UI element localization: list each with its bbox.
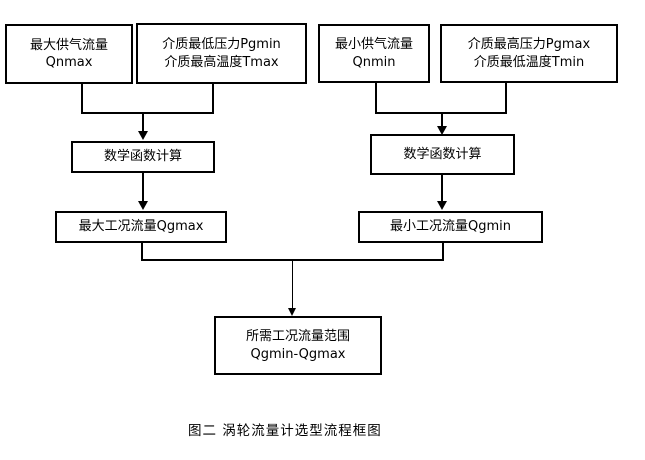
- connector-min-supply-flow-stem: [375, 83, 377, 114]
- node-math-calc-left-label: 数学函数计算: [103, 149, 182, 165]
- node-min-supply-flow: 最小供气流量 Qnmin: [318, 24, 430, 83]
- arrow-into-math-calc-left: [138, 131, 148, 140]
- arrow-into-qgmin: [437, 201, 447, 210]
- node-min-supply-flow-line1: 最小供气流量: [334, 37, 413, 53]
- connector-left-merge-down: [142, 112, 144, 133]
- connector-right-merge-down: [441, 112, 443, 128]
- node-required-range-line1: 所需工况流量范围: [245, 329, 350, 345]
- node-math-calc-left: 数学函数计算: [71, 141, 215, 173]
- node-math-calc-right: 数学函数计算: [370, 134, 515, 175]
- node-required-range: 所需工况流量范围 Qgmin-Qgmax: [214, 316, 382, 375]
- connector-left-merge-bar: [81, 112, 214, 114]
- connector-max-pressure-min-temp-stem: [505, 83, 507, 114]
- node-min-pressure-max-temp: 介质最低压力Pgmin 介质最高温度Tmax: [136, 23, 307, 84]
- node-min-supply-flow-line2: Qnmin: [352, 54, 396, 70]
- connector-min-pressure-max-temp-stem: [212, 84, 214, 114]
- node-max-pressure-min-temp-line1: 介质最高压力Pgmax: [467, 37, 591, 53]
- node-max-pressure-min-temp: 介质最高压力Pgmax 介质最低温度Tmin: [440, 24, 618, 83]
- connector-qgmax-stem: [141, 243, 143, 261]
- node-max-supply-flow-line1: 最大供气流量: [29, 37, 108, 53]
- connector-math-left-to-qgmax: [142, 173, 144, 203]
- connector-math-right-to-qgmin: [441, 175, 443, 203]
- node-required-range-line2: Qgmin-Qgmax: [250, 346, 346, 362]
- figure-caption: 图二 涡轮流量计选型流程框图: [188, 423, 382, 439]
- node-qgmin: 最小工况流量Qgmin: [358, 211, 543, 243]
- node-qgmin-label: 最小工况流量Qgmin: [390, 219, 511, 235]
- node-min-pressure-max-temp-line2: 介质最高温度Tmax: [164, 54, 279, 70]
- arrow-into-math-calc-right: [437, 126, 447, 135]
- arrow-into-required-range: [288, 308, 296, 316]
- arrow-into-qgmax: [138, 201, 148, 210]
- node-max-supply-flow-line2: Qnmax: [45, 55, 93, 70]
- node-max-pressure-min-temp-line2: 介质最低温度Tmin: [473, 54, 585, 70]
- node-qgmax-label: 最大工况流量Qgmax: [78, 219, 204, 235]
- node-min-pressure-max-temp-line1: 介质最低压力Pgmin: [162, 37, 281, 53]
- connector-bottom-merge-down: [292, 259, 293, 310]
- node-qgmax: 最大工况流量Qgmax: [55, 211, 227, 243]
- connector-max-supply-flow-stem: [81, 84, 83, 114]
- connector-qgmin-stem: [442, 243, 444, 261]
- node-max-supply-flow: 最大供气流量 Qnmax: [5, 24, 133, 84]
- node-math-calc-right-label: 数学函数计算: [403, 146, 482, 162]
